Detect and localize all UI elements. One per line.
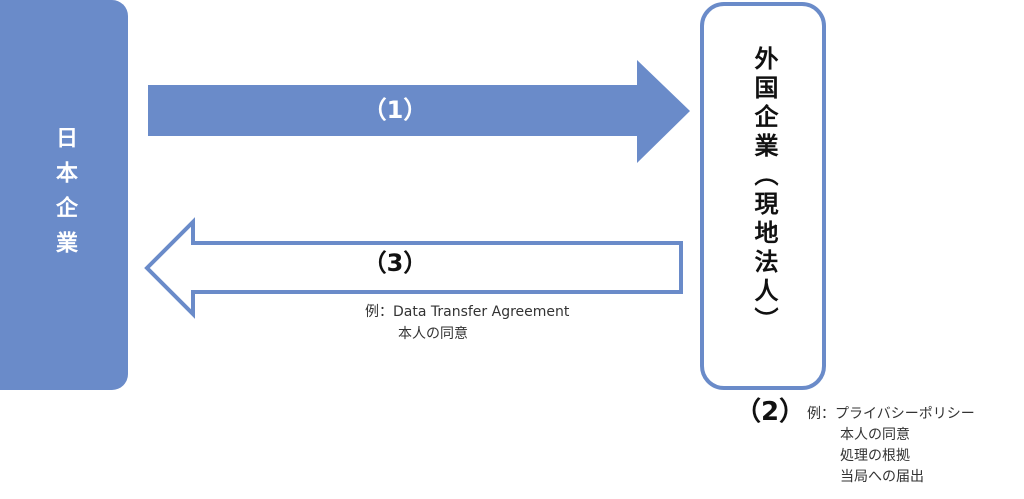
arrow-3-example-2: 本人の同意: [398, 326, 468, 342]
arrow-3-left: [144, 217, 683, 319]
japan-company-label: 日本企業: [52, 126, 77, 266]
note-2-label: （2）: [735, 397, 806, 427]
foreign-company-label: 外国企業（現地法人）: [750, 46, 778, 336]
japan-company-box: [0, 0, 128, 390]
note-2-example-1: 例：プライバシーポリシー: [807, 406, 975, 422]
arrow-3-example-1: 例：Data Transfer Agreement: [365, 304, 570, 320]
note-2-example-3: 処理の根拠: [840, 448, 910, 464]
arrow-3-label: （3）: [362, 249, 428, 277]
arrow-1-label: （1）: [362, 96, 428, 124]
arrow-1-right: [148, 60, 690, 163]
note-2-example-4: 当局への届出: [840, 469, 924, 485]
foreign-company-box: [700, 2, 826, 390]
note-2-example-2: 本人の同意: [840, 427, 910, 443]
